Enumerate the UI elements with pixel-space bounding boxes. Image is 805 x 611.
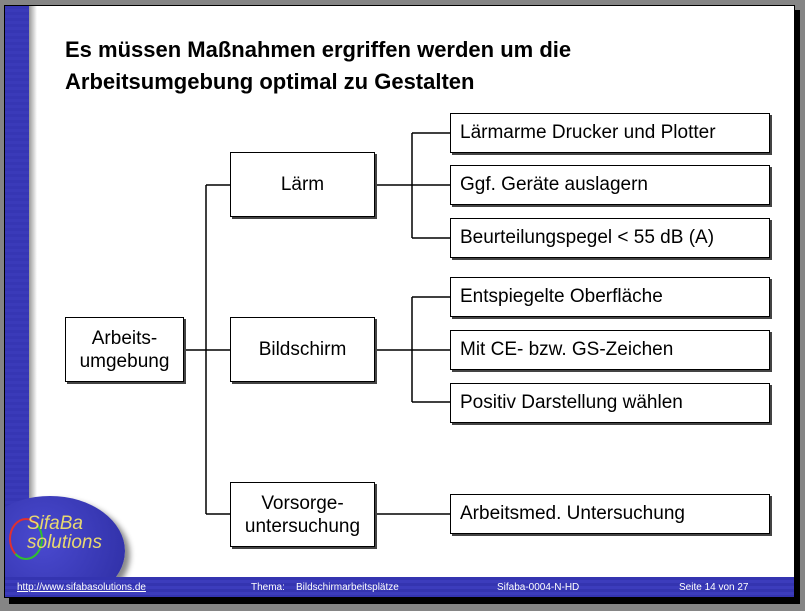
branch-box-vorsorge: Vorsorge-untersuchung	[230, 482, 375, 547]
leaf-label: Positiv Darstellung wählen	[460, 392, 683, 413]
connector-lines	[184, 132, 450, 515]
slide-title: Es müssen Maßnahmen ergriffen werden um …	[65, 34, 571, 98]
leaf-label: Entspiegelte Oberfläche	[460, 286, 663, 307]
leaf-label: Beurteilungspegel < 55 dB (A)	[460, 227, 715, 248]
branch-label-2: untersuchung	[244, 515, 361, 537]
root-line-1: Arbeits-	[91, 327, 158, 349]
leaf-box: Entspiegelte Oberfläche	[450, 277, 770, 317]
leaf-box: Mit CE- bzw. GS-Zeichen	[450, 330, 770, 370]
root-line-2: umgebung	[79, 350, 170, 372]
footer-doc-id: Sifaba-0004-N-HD	[497, 582, 580, 593]
leaf-box: Ggf. Geräte auslagern	[450, 165, 770, 205]
footer: http://www.sifabasolutions.de Thema: Bil…	[5, 577, 794, 597]
leaf-box: Arbeitsmed. Untersuchung	[450, 494, 770, 534]
leaf-label: Lärmarme Drucker und Plotter	[460, 122, 716, 143]
logo-line-2: solutions	[27, 532, 102, 553]
footer-theme: Bildschirmarbeitsplätze	[296, 582, 399, 593]
slide: Es müssen Maßnahmen ergriffen werden um …	[4, 5, 795, 598]
title-line-2: Arbeitsumgebung optimal zu Gestalten	[65, 69, 475, 94]
branch-label-1: Vorsorge-	[261, 492, 344, 514]
footer-theme-label: Thema:	[251, 582, 285, 593]
logo-line-1: SifaBa	[27, 513, 83, 534]
leaf-box: Positiv Darstellung wählen	[450, 383, 770, 423]
root-box-arbeitsumgebung: Arbeits-umgebung	[65, 317, 184, 382]
branch-box-bildschirm: Bildschirm	[230, 317, 375, 382]
leaf-box: Lärmarme Drucker und Plotter	[450, 113, 770, 153]
title-line-1: Es müssen Maßnahmen ergriffen werden um …	[65, 37, 572, 62]
stripe-shadow	[29, 6, 37, 597]
branch-box-laerm: Lärm	[230, 152, 375, 217]
branch-label: Lärm	[280, 174, 325, 195]
footer-page-number: Seite 14 von 27	[679, 582, 749, 593]
logo-mark-icon	[9, 518, 43, 560]
leaf-label: Mit CE- bzw. GS-Zeichen	[460, 339, 674, 360]
leaf-label: Ggf. Geräte auslagern	[460, 174, 648, 195]
footer-url-link[interactable]: http://www.sifabasolutions.de	[17, 582, 146, 593]
branch-label: Bildschirm	[258, 339, 347, 360]
leaf-label: Arbeitsmed. Untersuchung	[460, 503, 685, 524]
leaf-box: Beurteilungspegel < 55 dB (A)	[450, 218, 770, 258]
